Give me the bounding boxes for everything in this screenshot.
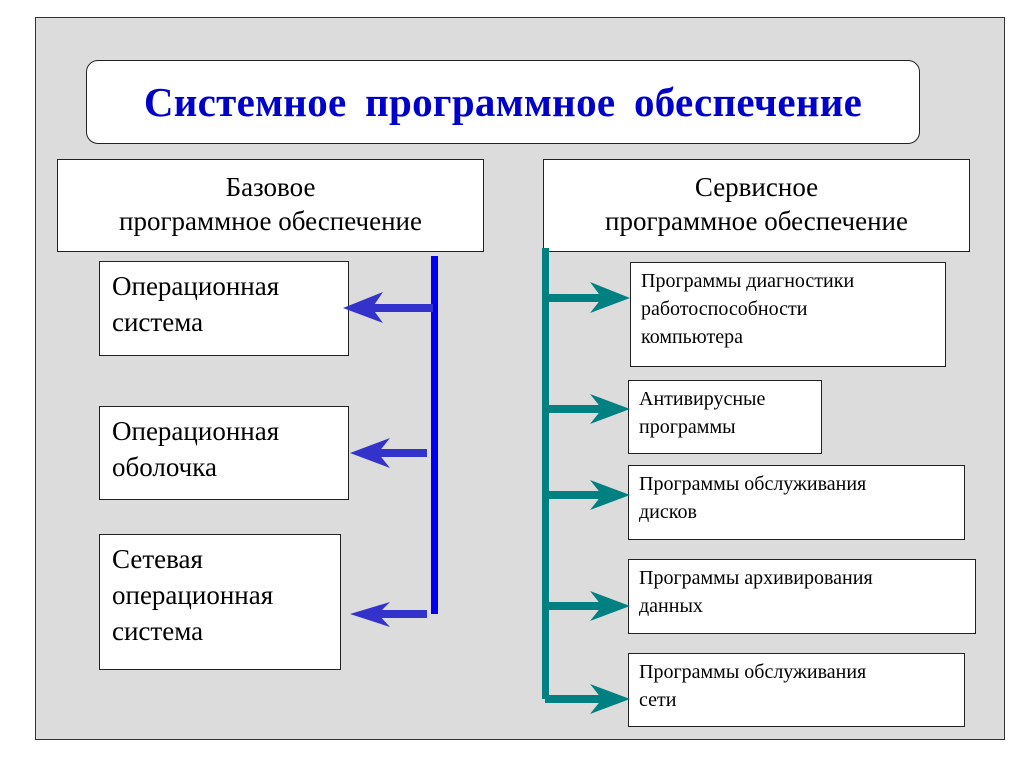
item-line: Программы диагностики (641, 270, 855, 292)
base-software-header: Базовое программное обеспечение (57, 159, 484, 252)
item-line: компьютера (641, 326, 743, 348)
right-arrow-2 (542, 394, 630, 424)
item-line: Сетевая (112, 544, 203, 574)
item-line: Программы обслуживания (639, 473, 867, 495)
header-line: Базовое (225, 172, 316, 202)
item-line: сети (639, 689, 677, 711)
item-line: оболочка (112, 452, 217, 482)
item-line: Операционная (112, 271, 280, 301)
header-line: программное обеспечение (119, 206, 422, 236)
item-line: операционная (112, 580, 274, 610)
item-line: система (112, 307, 204, 337)
header-line: программное обеспечение (605, 206, 908, 236)
item-line: дисков (639, 501, 697, 523)
left-item-shell: Операционная оболочка (99, 406, 349, 500)
right-arrow-1 (542, 282, 630, 313)
right-item-antivirus: Антивирусные программы (628, 380, 822, 454)
right-item-archiving: Программы архивирования данных (628, 559, 976, 634)
item-line: Программы архивирования (639, 567, 873, 589)
item-line: Антивирусные (639, 388, 766, 410)
right-arrow-3 (542, 480, 630, 510)
service-software-header: Сервисное программное обеспечение (543, 159, 970, 252)
left-arrow-2 (350, 438, 427, 468)
item-line: данных (639, 595, 703, 617)
right-item-network-maintenance: Программы обслуживания сети (628, 653, 965, 727)
right-trunk-line (542, 248, 549, 699)
item-line: работоспособности (641, 298, 808, 320)
left-trunk-line (431, 256, 438, 614)
right-arrow-5 (545, 684, 630, 714)
left-item-network-os: Сетевая операционная система (99, 534, 341, 670)
right-item-disk-maintenance: Программы обслуживания дисков (628, 465, 965, 540)
header-line: Сервисное (694, 172, 819, 202)
item-line: Программы обслуживания (639, 661, 867, 683)
diagram-title: Системное программное обеспечение (143, 79, 863, 125)
left-arrow-3 (350, 602, 427, 627)
left-item-os: Операционная система (99, 261, 349, 356)
left-arrow-1 (343, 292, 433, 323)
title-box: Системное программное обеспечение (86, 60, 920, 144)
right-item-diagnostics: Программы диагностики работоспособности … (630, 262, 946, 367)
right-arrow-4 (542, 591, 630, 621)
item-line: программы (639, 416, 736, 438)
item-line: система (112, 616, 204, 646)
item-line: Операционная (112, 416, 280, 446)
